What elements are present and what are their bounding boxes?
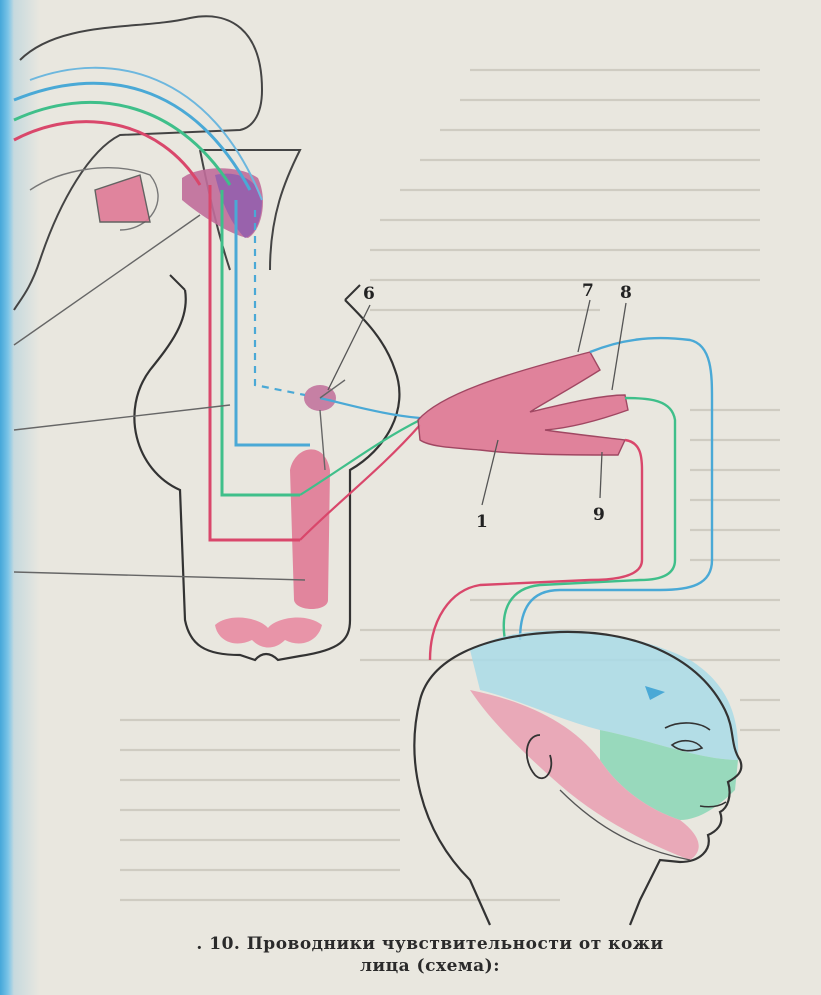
label-9: 9 bbox=[593, 505, 605, 525]
caption-line-1: . 10. Проводники чувствительности от кож… bbox=[60, 933, 800, 955]
upper-midbrain-lines bbox=[170, 275, 360, 300]
blue-dashed-tract bbox=[255, 210, 305, 395]
lentiform-nucleus bbox=[95, 175, 150, 222]
figure-caption: . 10. Проводники чувствительности от кож… bbox=[60, 933, 800, 977]
green-ascending-tract bbox=[222, 190, 300, 495]
label-6: 6 bbox=[363, 284, 375, 304]
neck-outline bbox=[414, 700, 490, 925]
cerebral-cortex-outline bbox=[14, 16, 262, 310]
label-1: 1 bbox=[476, 512, 488, 532]
red-cortical-projection bbox=[14, 122, 200, 185]
label-8: 8 bbox=[620, 283, 632, 303]
brainstem-outline bbox=[134, 290, 399, 660]
trigeminal-ganglion bbox=[418, 352, 628, 455]
caption-line-2: лица (схема): bbox=[60, 955, 800, 977]
label-7: 7 bbox=[582, 281, 594, 301]
blue-crossing-fiber bbox=[320, 398, 420, 418]
spinal-gray-matter bbox=[215, 618, 322, 648]
mandibular-nerve bbox=[430, 440, 642, 660]
